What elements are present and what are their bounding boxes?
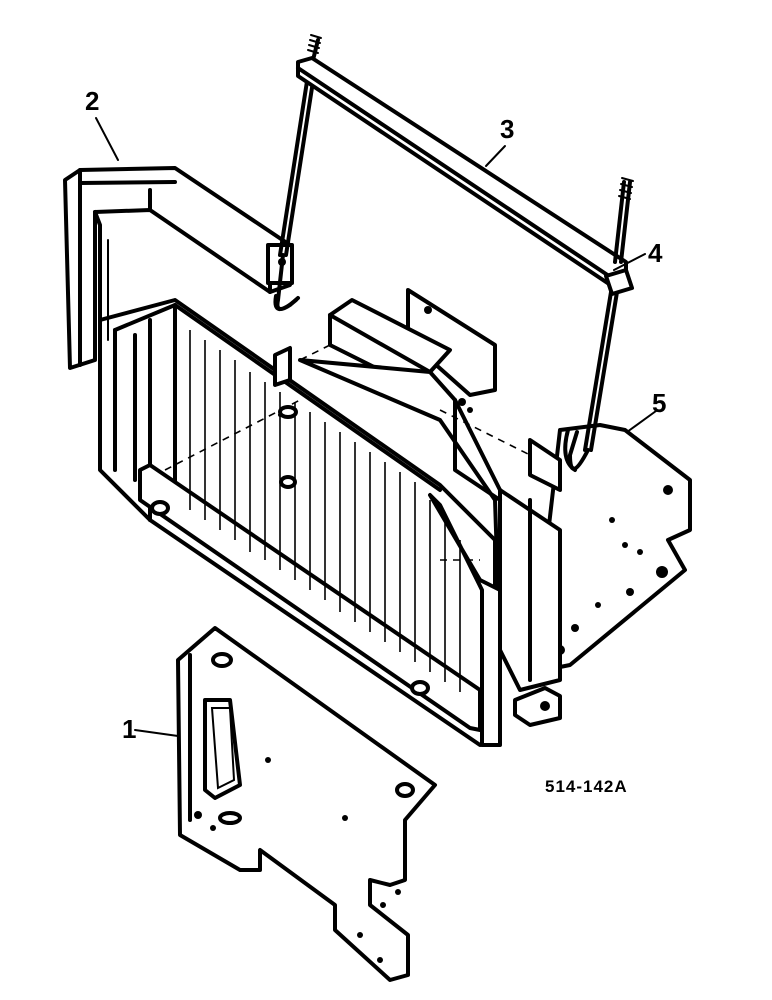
front-battery-box: [98, 298, 502, 747]
leader-line-1: [134, 729, 179, 737]
callout-1: 1: [122, 714, 136, 744]
drawing-number: 514-142A: [545, 777, 628, 796]
callout-2: 2: [85, 86, 99, 116]
callout-labels: 2 3 4 5 1 514-142A: [85, 86, 666, 796]
center-housing: [298, 288, 562, 727]
leader-line-3: [485, 145, 506, 167]
leader-lines: [95, 117, 657, 737]
leader-line-2: [95, 117, 119, 161]
part-3-holddown-bar: [273, 34, 634, 472]
part-1-front-plate: [176, 626, 437, 982]
leader-line-4: [613, 253, 646, 271]
callout-5: 5: [652, 388, 666, 418]
callout-3: 3: [500, 114, 514, 144]
leader-line-5: [626, 410, 657, 433]
callout-4: 4: [648, 238, 663, 268]
